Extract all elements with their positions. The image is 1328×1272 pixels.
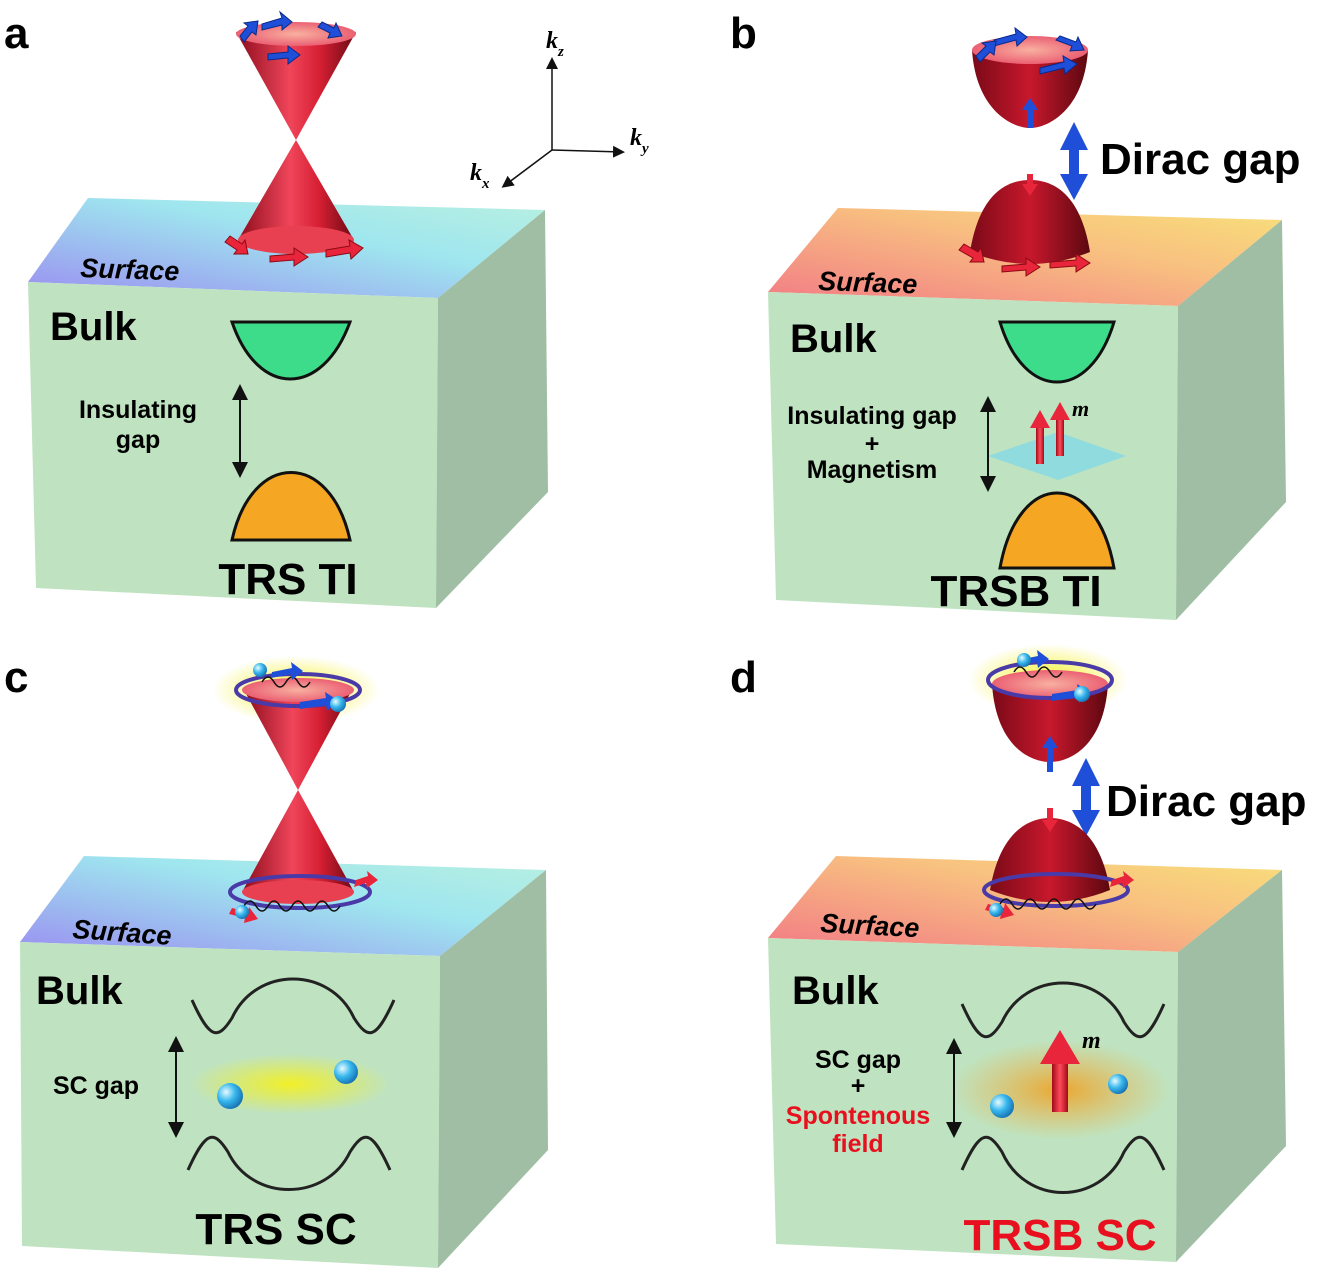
bulk-label-b: Bulk bbox=[790, 317, 877, 361]
m-label-d: m bbox=[1082, 1028, 1101, 1054]
sc-upper-band-d bbox=[960, 981, 1166, 1039]
conduction-band-a bbox=[229, 320, 353, 381]
lower-dome-b bbox=[970, 174, 1090, 264]
sc-upper-band-c bbox=[190, 977, 396, 1035]
gap-label-d-2: + bbox=[851, 1072, 866, 1100]
cooper-electron-c-2 bbox=[334, 1060, 358, 1084]
gap-label-d-1: SC gap bbox=[815, 1046, 901, 1074]
pairing-wave-bottom-c bbox=[243, 900, 341, 912]
spin-arrows-top-a bbox=[239, 10, 343, 65]
cooper-glow-c bbox=[190, 1054, 390, 1114]
kx-label: kx bbox=[470, 160, 490, 192]
cube-side-b bbox=[1176, 220, 1286, 620]
panel-letter-c: c bbox=[4, 653, 28, 702]
panel-a: a Surface Bulk Insulating gap TRS TI bbox=[4, 9, 649, 608]
sc-ring-bottom-c bbox=[228, 874, 372, 910]
gap-label-b-3: Magnetism bbox=[807, 456, 938, 484]
spin-arrows-c bbox=[229, 662, 378, 923]
surface-label-a: Surface bbox=[80, 253, 180, 286]
gap-label-b-1: Insulating gap bbox=[787, 402, 956, 430]
upper-bowl-d bbox=[992, 670, 1108, 772]
spin-arrows-bottom-b bbox=[958, 243, 1091, 277]
sc-ring-top-d bbox=[986, 660, 1114, 700]
surface-label-c: Surface bbox=[72, 914, 173, 951]
panel-letter-b: b bbox=[730, 9, 757, 58]
panel-c: c Surface Bulk SC gap TRS SC bbox=[4, 653, 548, 1268]
surface-label-d: Surface bbox=[820, 908, 920, 943]
dirac-gap-arrow-d bbox=[1072, 758, 1100, 836]
panel-letter-d: d bbox=[730, 653, 757, 702]
bulk-label-c: Bulk bbox=[36, 969, 123, 1013]
valence-band-b bbox=[998, 491, 1116, 570]
sc-lower-band-c bbox=[186, 1135, 392, 1191]
cube-side-c bbox=[438, 870, 548, 1268]
caption-b: TRSB TI bbox=[930, 567, 1101, 616]
pairing-wave-top-c bbox=[261, 676, 311, 688]
gap-label-c-1: SC gap bbox=[53, 1072, 139, 1100]
magnetization-arrow-d bbox=[1040, 1030, 1080, 1112]
spin-arrows-bottom-d bbox=[985, 871, 1134, 919]
pairing-wave-bottom-d bbox=[999, 898, 1097, 910]
valence-band-a bbox=[230, 471, 352, 542]
gap-label-d-3: Spontenous bbox=[786, 1102, 930, 1130]
sc-lower-band-d bbox=[960, 1135, 1166, 1194]
bulk-label-d: Bulk bbox=[792, 969, 879, 1013]
spin-arrows-bottom-a bbox=[224, 235, 364, 267]
surface-label-b: Surface bbox=[818, 266, 918, 299]
m-label-b: m bbox=[1072, 396, 1089, 421]
cube-side-a bbox=[436, 210, 548, 608]
magnetism-arrows-b bbox=[1030, 402, 1070, 464]
cooper-electron-d-2 bbox=[1108, 1074, 1128, 1094]
gap-label-d-4: field bbox=[832, 1130, 883, 1158]
panel-d: d Surface Bulk m SC gap + Spontenous fie… bbox=[730, 644, 1307, 1262]
sc-ring-bottom-d bbox=[982, 872, 1130, 908]
pairing-wave-top-d bbox=[1013, 666, 1063, 678]
cube-side-d bbox=[1176, 870, 1286, 1262]
dirac-gap-arrow-b bbox=[1060, 122, 1088, 200]
cooper-electron-c-1 bbox=[217, 1083, 243, 1109]
panel-b: b Surface Bulk m Insulating gap + Magnet… bbox=[730, 9, 1301, 620]
panel-letter-a: a bbox=[4, 9, 29, 58]
gap-label-a-2: gap bbox=[116, 426, 160, 454]
dirac-gap-label-b: Dirac gap bbox=[1100, 135, 1301, 184]
gap-label-b-2: + bbox=[865, 430, 880, 458]
spin-arrows-top-d bbox=[1017, 650, 1091, 703]
caption-c: TRS SC bbox=[195, 1205, 356, 1254]
k-axes bbox=[501, 57, 625, 188]
cooper-electron-d-1 bbox=[990, 1094, 1014, 1118]
dirac-cone-c bbox=[242, 678, 354, 904]
lower-dome-d bbox=[990, 808, 1110, 902]
caption-a: TRS TI bbox=[218, 555, 357, 604]
bulk-label-a: Bulk bbox=[50, 305, 137, 349]
gap-label-a-1: Insulating bbox=[79, 396, 197, 424]
dirac-gap-label-d: Dirac gap bbox=[1106, 777, 1307, 826]
conduction-band-b bbox=[997, 320, 1117, 384]
spin-arrows-top-b bbox=[975, 26, 1085, 75]
kz-label: kz bbox=[546, 28, 564, 60]
caption-d: TRSB SC bbox=[963, 1211, 1156, 1260]
ky-label: ky bbox=[630, 125, 649, 157]
